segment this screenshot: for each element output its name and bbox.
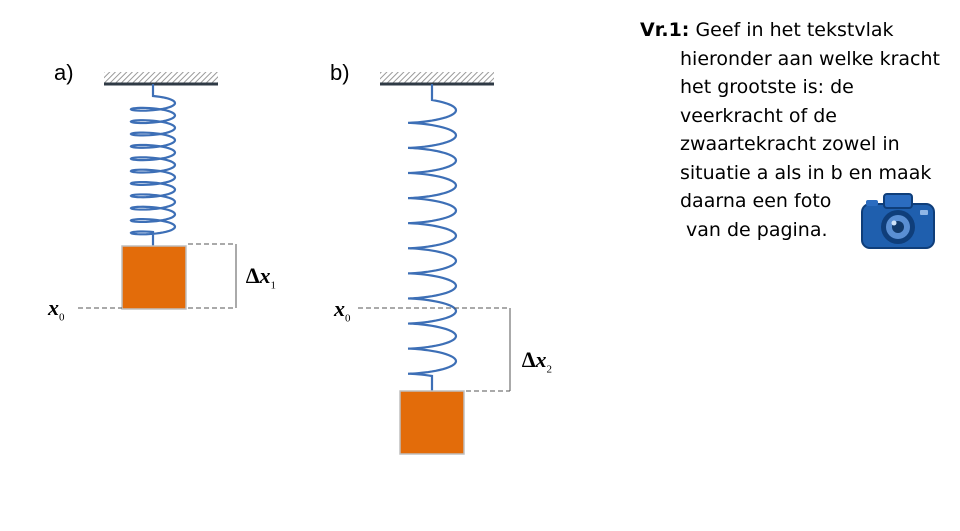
- delta-x1-label: ∆x1: [246, 263, 276, 292]
- question-text: Vr.1: Geef in het tekstvlak hieronder aa…: [640, 16, 958, 244]
- camera-icon[interactable]: [858, 190, 938, 252]
- label-b: b): [330, 60, 350, 85]
- ceiling-hatch-b: [380, 72, 494, 83]
- question-line-3: het grootste is: de: [680, 76, 854, 98]
- question-line-2: hieronder aan welke kracht: [680, 47, 940, 70]
- spring-b: [407, 84, 458, 391]
- question-line-6: situatie a als in b en maak: [680, 161, 932, 184]
- question-prefix: Vr.1:: [640, 19, 690, 41]
- spring-a: [129, 84, 177, 246]
- mass-a: [121, 245, 187, 310]
- question-line-8: van de pagina.: [686, 218, 828, 241]
- question-line-7: daarna een foto: [680, 190, 832, 212]
- x0-label-b: x0: [334, 296, 351, 325]
- x0-label-a: x0: [48, 295, 65, 324]
- situation-a: [78, 72, 237, 310]
- question-line-4: veerkracht of de: [680, 104, 837, 127]
- question-line-1-text: Geef in het tekstvlak: [689, 19, 894, 41]
- label-a: a): [54, 60, 74, 85]
- ceiling-hatch-a: [104, 72, 218, 83]
- question-line-5: zwaartekracht zowel in: [680, 133, 900, 155]
- situation-b: [358, 72, 511, 455]
- delta-x2-label: ∆x2: [522, 347, 552, 376]
- mass-b: [399, 390, 465, 455]
- question-line-1: Vr.1: Geef in het tekstvlak: [640, 16, 958, 45]
